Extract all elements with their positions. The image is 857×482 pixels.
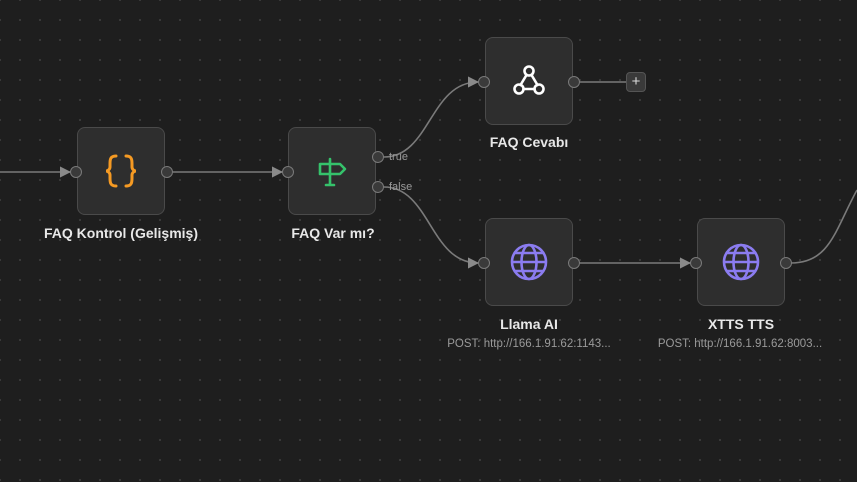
globe-icon [720,241,762,283]
node-faq-kontrol[interactable] [77,127,165,215]
globe-icon [508,241,550,283]
node-llama-ai-input-port[interactable] [478,257,490,269]
node-xtts-tts[interactable] [697,218,785,306]
edge-xtts-outgoing [790,189,857,264]
node-faq-cevabi-output-port[interactable] [568,76,580,88]
node-llama-ai[interactable] [485,218,573,306]
webhook-icon [509,61,549,101]
node-subtitle: POST: http://166.1.91.62:1143... [447,338,611,350]
node-xtts-tts-input-port[interactable] [690,257,702,269]
curly-braces-icon [101,151,141,191]
node-llama-ai-output-port[interactable] [568,257,580,269]
node-faq-kontrol-output-port[interactable] [161,166,173,178]
add-node-button[interactable]: + [626,72,646,92]
node-subtitle: POST: http://166.1.91.62:8003... [657,338,823,350]
edge-true-to-cevabi [383,76,480,158]
node-title: FAQ Cevabı [489,134,569,150]
node-title: FAQ Kontrol (Gelişmiş) [43,225,198,241]
branch-label-true: true [389,151,408,163]
edge-false-to-llama [383,186,480,269]
node-faq-var-mi-input-port[interactable] [282,166,294,178]
branch-label-false: false [389,181,413,193]
node-xtts-tts-output-port[interactable] [780,257,792,269]
node-faq-var-mi-true-port[interactable] [372,151,384,163]
node-title: Llama AI [500,316,558,332]
node-faq-cevabi[interactable] [485,37,573,125]
node-faq-var-mi-false-port[interactable] [372,181,384,193]
node-title: XTTS TTS [707,316,775,332]
node-title: FAQ Var mı? [291,225,375,241]
node-faq-kontrol-input-port[interactable] [70,166,82,178]
signpost-icon [312,151,352,191]
node-faq-var-mi[interactable] [288,127,376,215]
node-faq-cevabi-input-port[interactable] [478,76,490,88]
